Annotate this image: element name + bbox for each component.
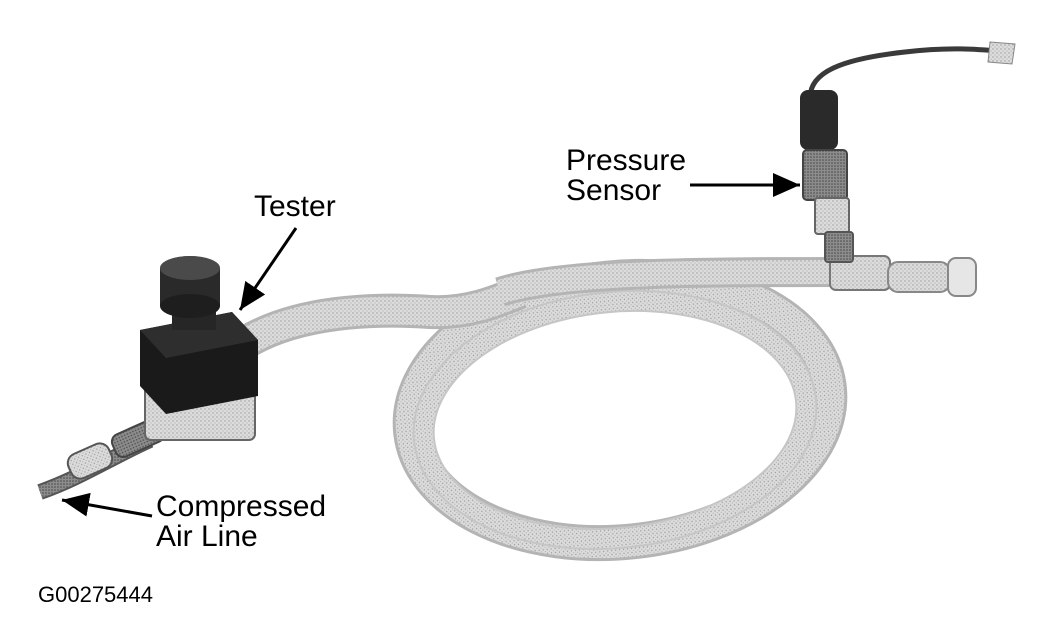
tester-arrow: [238, 227, 298, 311]
air-line-arrow: [61, 492, 153, 518]
sensor-cable: [807, 46, 1011, 109]
pressure-sensor-label-line1: Pressure: [566, 144, 687, 177]
figure-id: G00275444: [38, 582, 153, 607]
pressure-sensor-label: Pressure Sensor: [566, 146, 686, 206]
pressure-sensor: [800, 90, 854, 263]
tester-label-text: Tester: [254, 190, 336, 223]
tee-fitting: [829, 255, 977, 297]
pressure-sensor-label-line2: Sensor: [566, 174, 662, 207]
tester-device: [140, 256, 258, 441]
compressed-air-line-label: Compressed Air Line: [156, 492, 326, 552]
compressed-air-line-label-line1: Compressed: [156, 490, 327, 523]
tester-label: Tester: [254, 192, 336, 222]
compressed-air-line-label-line2: Air Line: [156, 520, 258, 553]
